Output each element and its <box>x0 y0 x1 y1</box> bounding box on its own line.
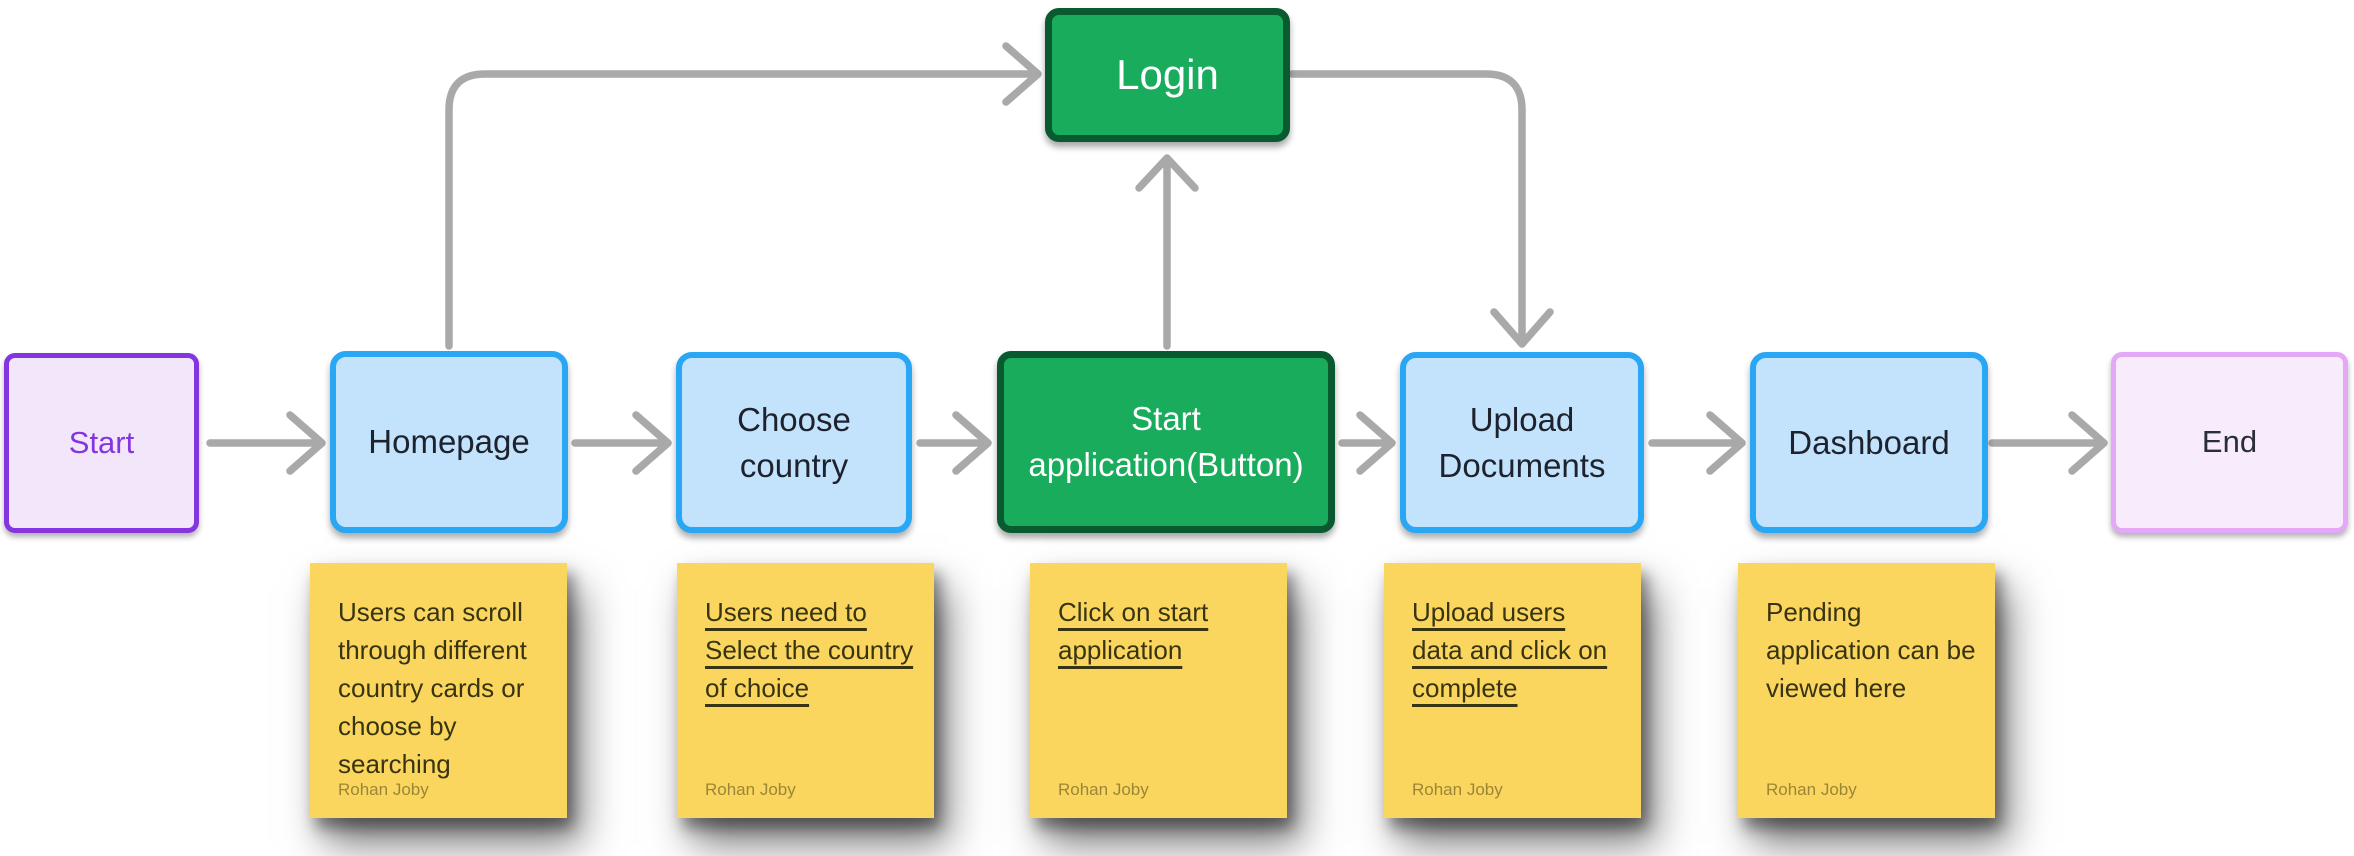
node-login[interactable]: Login <box>1045 8 1290 142</box>
arrow-dashboard-to-end <box>1988 411 2108 475</box>
node-login-label: Login <box>1116 51 1219 99</box>
node-dashboard-label: Dashboard <box>1788 423 1950 461</box>
sticky-note-author: Rohan Joby <box>1766 780 1857 799</box>
arrow-choose-country-to-start-application <box>916 411 992 475</box>
sticky-note-homepage[interactable]: Users can scroll through different count… <box>310 563 567 818</box>
sticky-note-text: Users can scroll through different count… <box>338 597 527 779</box>
arrow-upload-documents-to-dashboard <box>1648 411 1746 475</box>
arrow-homepage-to-choose-country <box>571 411 672 475</box>
sticky-note-text: Pending application can be viewed here <box>1766 597 1976 703</box>
arrow-start-application-to-upload-documents <box>1338 411 1396 475</box>
node-end-label: End <box>2201 424 2258 460</box>
node-start-application-label: Start application(Button) <box>1028 400 1304 483</box>
sticky-note-choose-country[interactable]: Users need to Select the country of choi… <box>677 563 934 818</box>
node-choose-country-label: Choose country <box>737 400 851 484</box>
sticky-note-text: Click on start application <box>1058 597 1209 665</box>
node-start-application[interactable]: Start application(Button) <box>997 351 1335 533</box>
node-start-label: Start <box>68 424 135 460</box>
sticky-note-author: Rohan Joby <box>1058 780 1149 799</box>
sticky-note-dashboard[interactable]: Pending application can be viewed here R… <box>1738 563 1995 818</box>
node-choose-country[interactable]: Choose country <box>676 352 912 533</box>
node-end[interactable]: End <box>2111 352 2348 533</box>
arrow-homepage-to-login-elbow <box>445 42 1042 350</box>
arrow-login-to-upload-documents-elbow <box>1288 70 1554 348</box>
arrow-start-application-to-login <box>1135 154 1199 350</box>
sticky-note-upload-documents[interactable]: Upload users data and click on complete … <box>1384 563 1641 818</box>
sticky-note-text: Users need to Select the country of choi… <box>705 597 914 703</box>
node-homepage-label: Homepage <box>368 423 530 461</box>
sticky-note-start-application[interactable]: Click on start application Rohan Joby <box>1030 563 1287 818</box>
sticky-note-text: Upload users data and click on complete <box>1412 597 1608 703</box>
node-homepage[interactable]: Homepage <box>330 351 568 533</box>
node-dashboard[interactable]: Dashboard <box>1750 352 1988 533</box>
node-upload-documents[interactable]: Upload Documents <box>1400 352 1644 533</box>
node-upload-documents-label: Upload Documents <box>1438 400 1606 484</box>
sticky-note-author: Rohan Joby <box>705 780 796 799</box>
sticky-note-author: Rohan Joby <box>1412 780 1503 799</box>
node-start[interactable]: Start <box>4 353 199 533</box>
sticky-note-author: Rohan Joby <box>338 780 429 799</box>
arrow-start-to-homepage <box>206 411 326 475</box>
